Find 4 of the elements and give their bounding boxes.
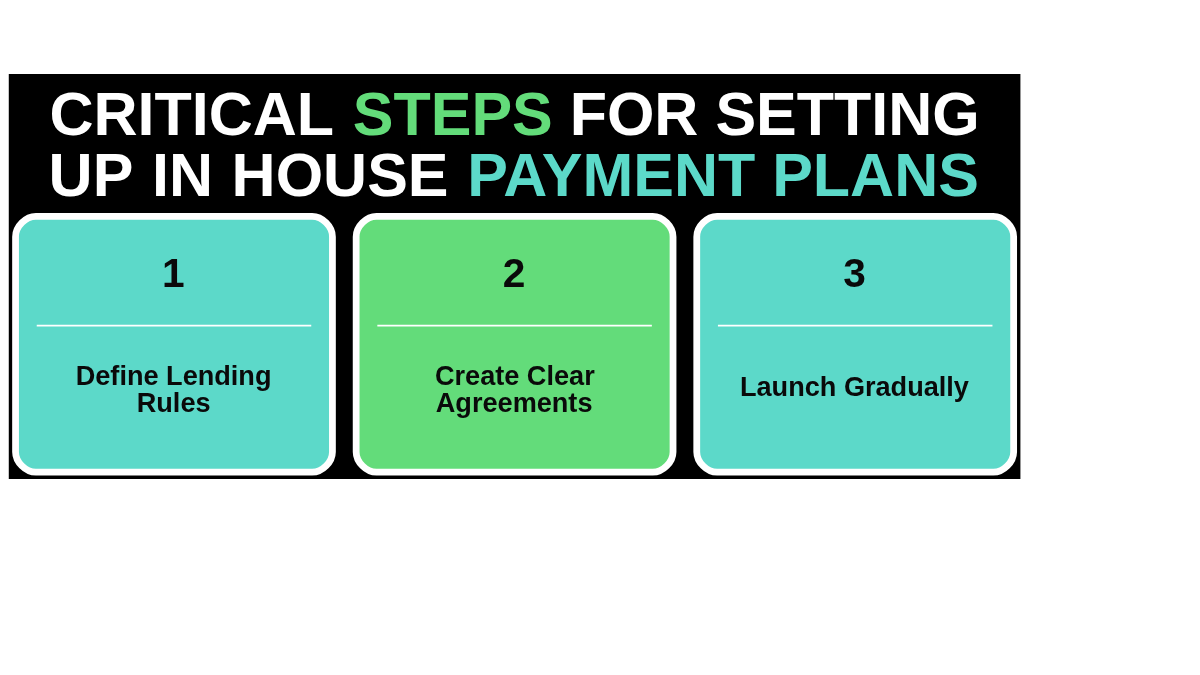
node-box: 2 Create Clear Agreements — [352, 212, 677, 476]
diagram-title: CRITICAL STEPS FOR SETTING UP IN HOUSE PAYMENT PLANS — [48, 79, 980, 209]
node-box: 1 Define Lending Rules — [12, 212, 336, 476]
node-box: 3 Launch Gradually — [693, 212, 1018, 476]
